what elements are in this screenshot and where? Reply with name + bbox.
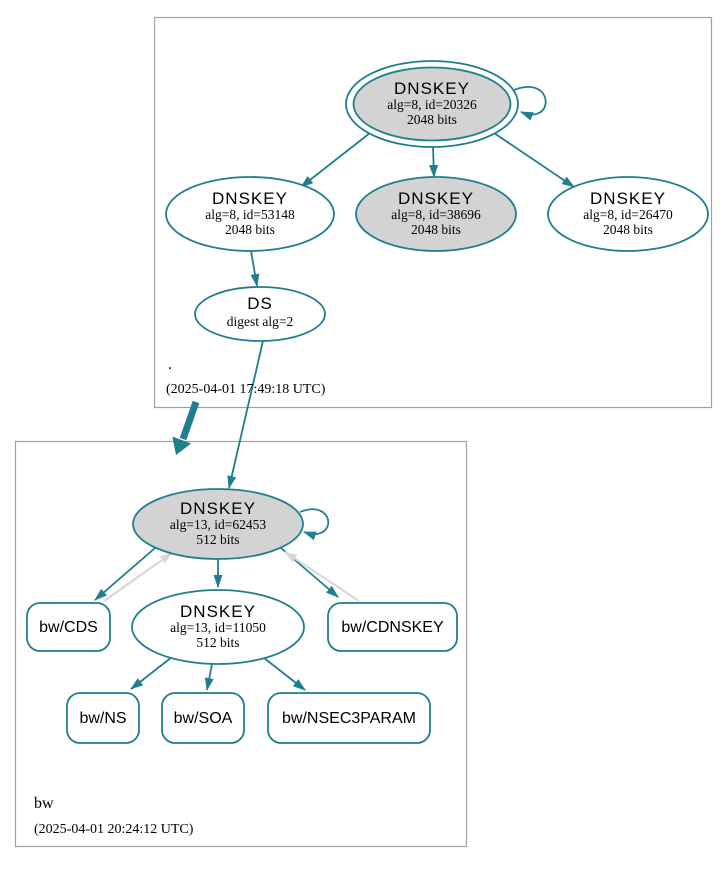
bw-ksk-algid: alg=13, id=62453	[170, 517, 266, 532]
ds-digest: digest alg=2	[227, 314, 293, 329]
root-ds-node[interactable]: DS digest alg=2	[194, 286, 326, 342]
root-dnskey-26470-node[interactable]: DNSKEY alg=8, id=26470 2048 bits	[547, 176, 709, 252]
dnskey-53148-type: DNSKEY	[212, 189, 288, 208]
dnskey-53148-size: 2048 bits	[225, 222, 275, 237]
bw-ksk-size: 512 bits	[196, 532, 239, 547]
bw-zone-box	[14, 440, 468, 848]
bw-cdnskey-rrset[interactable]: bw/CDNSKEY	[327, 602, 458, 652]
root-dnskey-38696-node[interactable]: DNSKEY alg=8, id=38696 2048 bits	[355, 176, 517, 252]
ds-type: DS	[247, 294, 273, 313]
bw-dnskey-11050-node[interactable]: DNSKEY alg=13, id=11050 512 bits	[131, 589, 305, 665]
bw-soa-label: bw/SOA	[174, 710, 233, 727]
bw-zsk-algid: alg=13, id=11050	[170, 620, 266, 635]
bw-soa-rrset[interactable]: bw/SOA	[161, 692, 245, 744]
bw-cds-label: bw/CDS	[39, 619, 98, 636]
dnskey-26470-algid: alg=8, id=26470	[583, 207, 673, 222]
edge-root-ksk-to-53148	[300, 132, 371, 188]
root-ksk-20326-node[interactable]: DNSKEY alg=8, id=20326 2048 bits	[345, 60, 519, 148]
dnskey-38696-type: DNSKEY	[398, 189, 474, 208]
bw-ns-label: bw/NS	[79, 710, 126, 727]
dnskey-38696-algid: alg=8, id=38696	[391, 207, 481, 222]
edge-root-ksk-to-26470	[493, 132, 575, 188]
edge-root-ksk-to-38696	[429, 146, 439, 178]
root-zone-label: .	[168, 356, 172, 373]
bw-ksk-type: DNSKEY	[180, 499, 256, 518]
edge-cds-to-bw-ksk-gray	[103, 552, 173, 602]
bw-zsk-size: 512 bits	[196, 635, 239, 650]
bw-zone-label: bw	[34, 795, 54, 812]
root-zone-timestamp: (2025-04-01 17:49:18 UTC)	[166, 382, 326, 397]
root-zone-box	[153, 16, 713, 409]
dnskey-38696-size: 2048 bits	[411, 222, 461, 237]
dnskey-53148-algid: alg=8, id=53148	[205, 207, 295, 222]
edge-root-ksk-selfloop	[513, 86, 547, 121]
bw-cdnskey-label: bw/CDNSKEY	[341, 619, 444, 636]
edge-delegation-arrowhead	[172, 436, 192, 455]
edge-11050-to-ns	[130, 656, 173, 690]
bw-nsec3param-label: bw/NSEC3PARAM	[282, 710, 416, 727]
root-ksk-algid: alg=8, id=20326	[387, 97, 477, 112]
edge-11050-to-soa	[204, 663, 214, 691]
bw-cds-rrset[interactable]: bw/CDS	[26, 602, 111, 652]
edge-cdnskey-to-bw-ksk-gray	[284, 551, 360, 602]
edge-53148-to-ds	[250, 250, 260, 287]
root-ksk-size: 2048 bits	[407, 112, 457, 127]
edge-delegation-root-to-bw	[179, 400, 200, 441]
bw-ksk-62453-node[interactable]: DNSKEY alg=13, id=62453 512 bits	[132, 488, 304, 560]
bw-ns-rrset[interactable]: bw/NS	[66, 692, 140, 744]
edge-11050-to-nsec3param	[263, 657, 306, 691]
bw-nsec3param-rrset[interactable]: bw/NSEC3PARAM	[267, 692, 431, 744]
dnskey-26470-type: DNSKEY	[590, 189, 666, 208]
root-dnskey-53148-node[interactable]: DNSKEY alg=8, id=53148 2048 bits	[165, 176, 335, 252]
edge-ds-to-bw-ksk	[227, 340, 264, 489]
dnskey-26470-size: 2048 bits	[603, 222, 653, 237]
edge-bw-ksk-selfloop	[299, 508, 330, 541]
edge-bw-ksk-to-cds	[94, 547, 156, 601]
bw-zsk-type: DNSKEY	[180, 602, 256, 621]
root-ksk-type: DNSKEY	[394, 79, 470, 98]
bw-zone-timestamp: (2025-04-01 20:24:12 UTC)	[34, 822, 194, 837]
